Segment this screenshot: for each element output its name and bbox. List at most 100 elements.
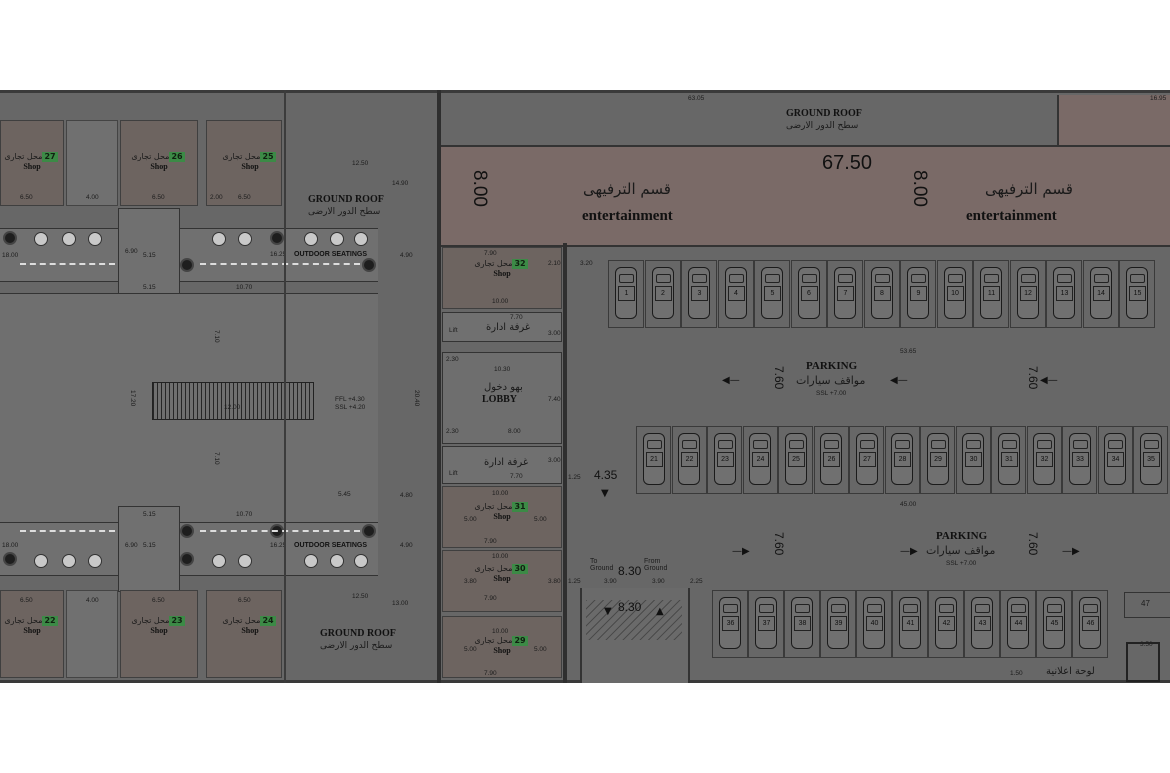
parking-number: 43: [974, 616, 991, 631]
car-windshield: [859, 440, 875, 449]
parking-number: 8: [873, 286, 891, 301]
car-windshield: [1057, 274, 1072, 283]
aisle-width-4: 7.60: [1026, 532, 1040, 556]
ramp-from: From Ground: [644, 558, 668, 572]
dim-300-b: 3.00: [548, 457, 561, 464]
dim-1250-top: 12.50: [352, 160, 369, 167]
parking-stall: 2: [644, 260, 681, 328]
car-windshield: [753, 440, 768, 449]
ramp-to: To Ground: [590, 558, 614, 572]
arrow-left-icon: ◀—: [890, 375, 908, 386]
dim-390-b: 3.90: [652, 578, 665, 585]
car-windshield: [984, 274, 999, 283]
shop-23: [120, 590, 198, 678]
admin-room-lower: [442, 446, 562, 484]
arrow-right-icon: —▶: [732, 546, 750, 557]
car-icon: 13: [1053, 267, 1075, 319]
car-icon: 34: [1104, 433, 1126, 485]
car-windshield: [723, 604, 738, 613]
parking-number: 42: [938, 616, 955, 631]
parking-stall: 30: [955, 426, 991, 494]
plant-icon: [362, 524, 376, 538]
car-windshield: [1001, 440, 1017, 449]
car-windshield: [895, 440, 910, 449]
dim-210-a: 2.10: [548, 260, 561, 267]
parking-number: 6: [800, 286, 818, 301]
shop-32: [442, 247, 562, 309]
car-icon: 14: [1089, 267, 1112, 319]
table-icon: [34, 232, 48, 246]
car-windshield: [1130, 274, 1145, 283]
lobby-label-ar: بهو دخول: [484, 382, 523, 393]
car-icon: 33: [1068, 433, 1091, 485]
dim-1250-bottom: 12.50: [352, 593, 369, 600]
parking-stall: 23: [707, 426, 742, 494]
ground-roof-label-bottom: GROUND ROOF: [320, 628, 396, 639]
parking-stall: 29: [920, 426, 955, 494]
parking-number: 31: [1000, 452, 1018, 467]
car-icon: 22: [678, 433, 700, 485]
parking-number: 11: [983, 286, 1000, 301]
dim-380-a: 3.80: [464, 578, 477, 585]
dim-1000-d: 10.00: [492, 628, 509, 635]
dim-650-a: 6.50: [20, 194, 33, 201]
dim-790-a: 7.90: [484, 250, 497, 257]
parking-stall: 36: [712, 590, 748, 658]
parking-stall: 3: [681, 260, 717, 328]
car-windshield: [1047, 604, 1062, 613]
car-icon: 4: [724, 267, 747, 319]
dim-500-c: 5.00: [464, 646, 477, 653]
car-windshield: [966, 440, 981, 449]
parking-number: 13: [1056, 286, 1073, 301]
plant-icon: [180, 258, 194, 272]
dim-125-b: 1.25: [568, 578, 581, 585]
dim-350: 3.50: [1140, 641, 1153, 648]
dim-1030: 10.30: [494, 366, 511, 373]
parking-stall: 6: [790, 260, 827, 328]
car-icon: 6: [797, 267, 820, 319]
parking-stall: 28: [884, 426, 920, 494]
parking-stall: 22: [671, 426, 707, 494]
parking-stall: 9: [900, 260, 936, 328]
admin-room-upper: [442, 312, 562, 342]
car-windshield: [717, 440, 733, 449]
parking-stall: 42: [928, 590, 964, 658]
aisle-width-3: 7.60: [772, 532, 786, 556]
car-windshield: [867, 604, 882, 613]
parking-number: 9: [910, 286, 927, 301]
dim-690-bottom: 6.90: [125, 542, 138, 549]
bench-row: [200, 530, 360, 537]
car-icon: 37: [755, 597, 777, 649]
parking-stall: 12: [1009, 260, 1046, 328]
parking-stall: 26: [813, 426, 849, 494]
parking-ssl-top: SSL +7.00: [816, 390, 847, 397]
car-windshield: [903, 604, 918, 613]
ground-roof-label-ar-bottom: سطح الدور الارضى: [320, 641, 393, 651]
bench-row: [200, 263, 360, 270]
arrow-right-icon: —▶: [1062, 546, 1080, 557]
shop-26-label: 26محل تجارى Shop: [131, 152, 185, 171]
car-icon: 7: [834, 267, 856, 319]
parking-number: 27: [858, 452, 876, 467]
entertainment-label-ar-1: قسم الترفيهى: [583, 180, 671, 198]
top-border: [0, 90, 1170, 93]
car-icon: 10: [943, 267, 966, 319]
dim-515-bottom-b: 5.15: [143, 542, 156, 549]
dim-800: 8.00: [508, 428, 521, 435]
car-windshield: [1093, 274, 1109, 283]
parking-label-ar-top: مواقف سيارات: [796, 374, 866, 387]
car-icon: 38: [791, 597, 813, 649]
dim-400-a: 4.00: [86, 194, 99, 201]
outdoor-label-top: OUTDOOR SEATINGS: [294, 251, 367, 258]
bench-row: [20, 263, 115, 270]
car-windshield: [947, 274, 963, 283]
table-icon: [212, 232, 226, 246]
car-icon: 26: [820, 433, 842, 485]
dim-5365: 53.65: [900, 348, 917, 355]
shop-22: [0, 590, 64, 678]
escalator: [152, 382, 314, 420]
parking-stall: 37: [748, 590, 784, 658]
ramp-hatch: [586, 600, 682, 640]
